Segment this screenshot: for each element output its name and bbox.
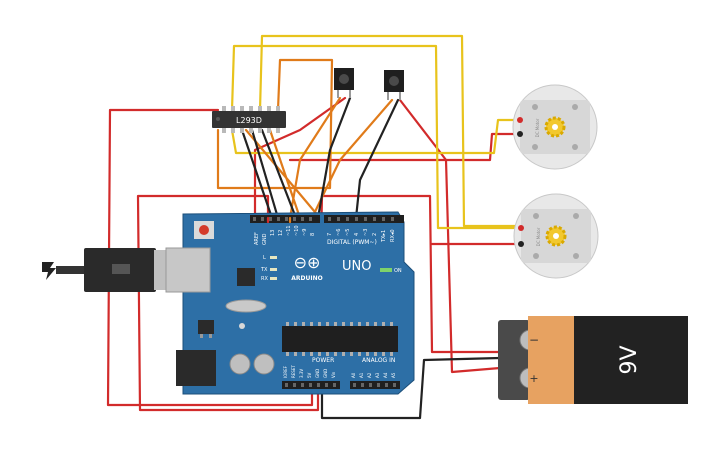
wire-orange-btn1[interactable] (288, 96, 342, 220)
svg-text:~6: ~6 (336, 229, 342, 236)
wire-red-left-loop[interactable] (106, 108, 314, 407)
svg-text:12: 12 (278, 230, 284, 236)
usb-port[interactable] (165, 247, 211, 293)
wire-black-btn2[interactable] (354, 98, 400, 220)
arduino-uno-board[interactable]: AREF GND 13 12 ~11 ~10 ~9 8 7 ~6 ~5 4 ~3… (165, 211, 415, 395)
svg-text:TX▸1: TX▸1 (381, 230, 387, 243)
wires (106, 34, 524, 420)
svg-text:A5: A5 (391, 372, 396, 378)
cable-flash-icon (42, 262, 56, 280)
crystal (225, 299, 267, 313)
dc-motor-1[interactable]: DC Motor (512, 84, 598, 170)
svg-text:8: 8 (310, 233, 316, 236)
led-tx-label: TX (260, 267, 268, 273)
svg-text:AREF: AREF (254, 232, 260, 245)
svg-text:4: 4 (354, 233, 360, 236)
arduino-model: UNO (342, 259, 371, 274)
wire-black-driver2[interactable] (250, 128, 280, 220)
driver-pins-bottom (222, 127, 280, 133)
wire-red-motor1[interactable] (288, 132, 522, 162)
driver-pins-top (222, 106, 280, 112)
push-button-2[interactable] (384, 70, 404, 100)
svg-text:GND: GND (323, 369, 328, 378)
svg-text:7: 7 (327, 233, 333, 236)
svg-text:~5: ~5 (345, 229, 351, 236)
motor-2-label: DC Motor (536, 227, 541, 246)
battery-minus-label: − (529, 333, 539, 347)
svg-text:5V: 5V (307, 372, 312, 378)
arduino-brand: ARDUINO (291, 275, 322, 282)
svg-text:GND: GND (262, 233, 268, 245)
wire-orange-cross1[interactable] (244, 128, 322, 220)
wire-black-btn1[interactable] (316, 96, 352, 220)
svg-text:A2: A2 (367, 372, 372, 378)
led-rx-label: RX (261, 276, 268, 282)
svg-text:~3: ~3 (363, 229, 369, 236)
power-header-label: POWER (312, 357, 334, 364)
wire-black-driver3[interactable] (260, 128, 298, 220)
wire-red-inner-loop[interactable] (136, 194, 320, 412)
wire-red-button2[interactable] (398, 98, 502, 374)
svg-text:A4: A4 (383, 372, 388, 378)
svg-text:GND: GND (315, 369, 320, 378)
svg-text:13: 13 (270, 230, 276, 236)
wire-red-button1[interactable] (253, 96, 347, 220)
battery-voltage-label: 9V (617, 345, 642, 374)
svg-text:RX◂0: RX◂0 (390, 229, 396, 242)
led-l-label: L (263, 255, 266, 261)
wire-yellow-motor1[interactable] (230, 118, 522, 155)
motor-driver-chip[interactable]: L293D (212, 106, 286, 133)
atmega-chip (282, 326, 398, 352)
analog-pin-labels: A0 A1 A2 A3 A4 A5 (351, 372, 396, 378)
svg-text:Vin: Vin (331, 371, 336, 378)
arduino-logo-icon: ⊖⊕ (294, 253, 321, 272)
wire-orange-loop[interactable] (216, 58, 334, 190)
svg-text:~10: ~10 (294, 225, 300, 236)
wire-yellow-outer[interactable] (258, 34, 522, 228)
svg-text:~11: ~11 (286, 225, 292, 236)
svg-text:~9: ~9 (302, 229, 308, 236)
power-pin-labels: IOREF RESET 3.3V 5V GND GND Vin (283, 365, 336, 378)
digital-header-label: DIGITAL (PWM~) (327, 239, 377, 246)
wire-black-driver1[interactable] (240, 128, 274, 220)
analog-header-label: ANALOG IN (362, 357, 395, 364)
on-led-label: ON (394, 268, 402, 274)
svg-text:RESET: RESET (291, 365, 296, 378)
svg-text:A1: A1 (359, 372, 364, 378)
driver-label: L293D (236, 116, 262, 125)
svg-text:A3: A3 (375, 372, 380, 378)
usb-chip (237, 268, 255, 286)
svg-text:2: 2 (372, 233, 378, 236)
wire-yellow-top[interactable] (230, 44, 524, 230)
digital-pin-labels: AREF GND 13 12 ~11 ~10 ~9 8 7 ~6 ~5 4 ~3… (254, 225, 396, 245)
usb-symbol-icon (112, 264, 130, 274)
wire-black-battery[interactable] (320, 356, 502, 420)
capacitor-1 (229, 353, 251, 375)
battery-plus-label: + (529, 372, 538, 385)
analog-header (350, 381, 400, 389)
usb-cable[interactable] (42, 248, 184, 292)
svg-text:A0: A0 (351, 372, 356, 378)
push-button-1[interactable] (334, 68, 354, 98)
svg-text:IOREF: IOREF (283, 365, 288, 378)
capacitor-2 (253, 353, 275, 375)
svg-text:3.3V: 3.3V (299, 369, 304, 378)
battery-9v[interactable]: − + 9V (498, 316, 688, 404)
dc-motor-2[interactable]: DC Motor (513, 193, 599, 279)
wire-orange-cross2[interactable] (268, 128, 302, 220)
power-jack[interactable] (176, 350, 216, 386)
motor-1-label: DC Motor (535, 118, 540, 137)
voltage-regulator (198, 320, 214, 334)
